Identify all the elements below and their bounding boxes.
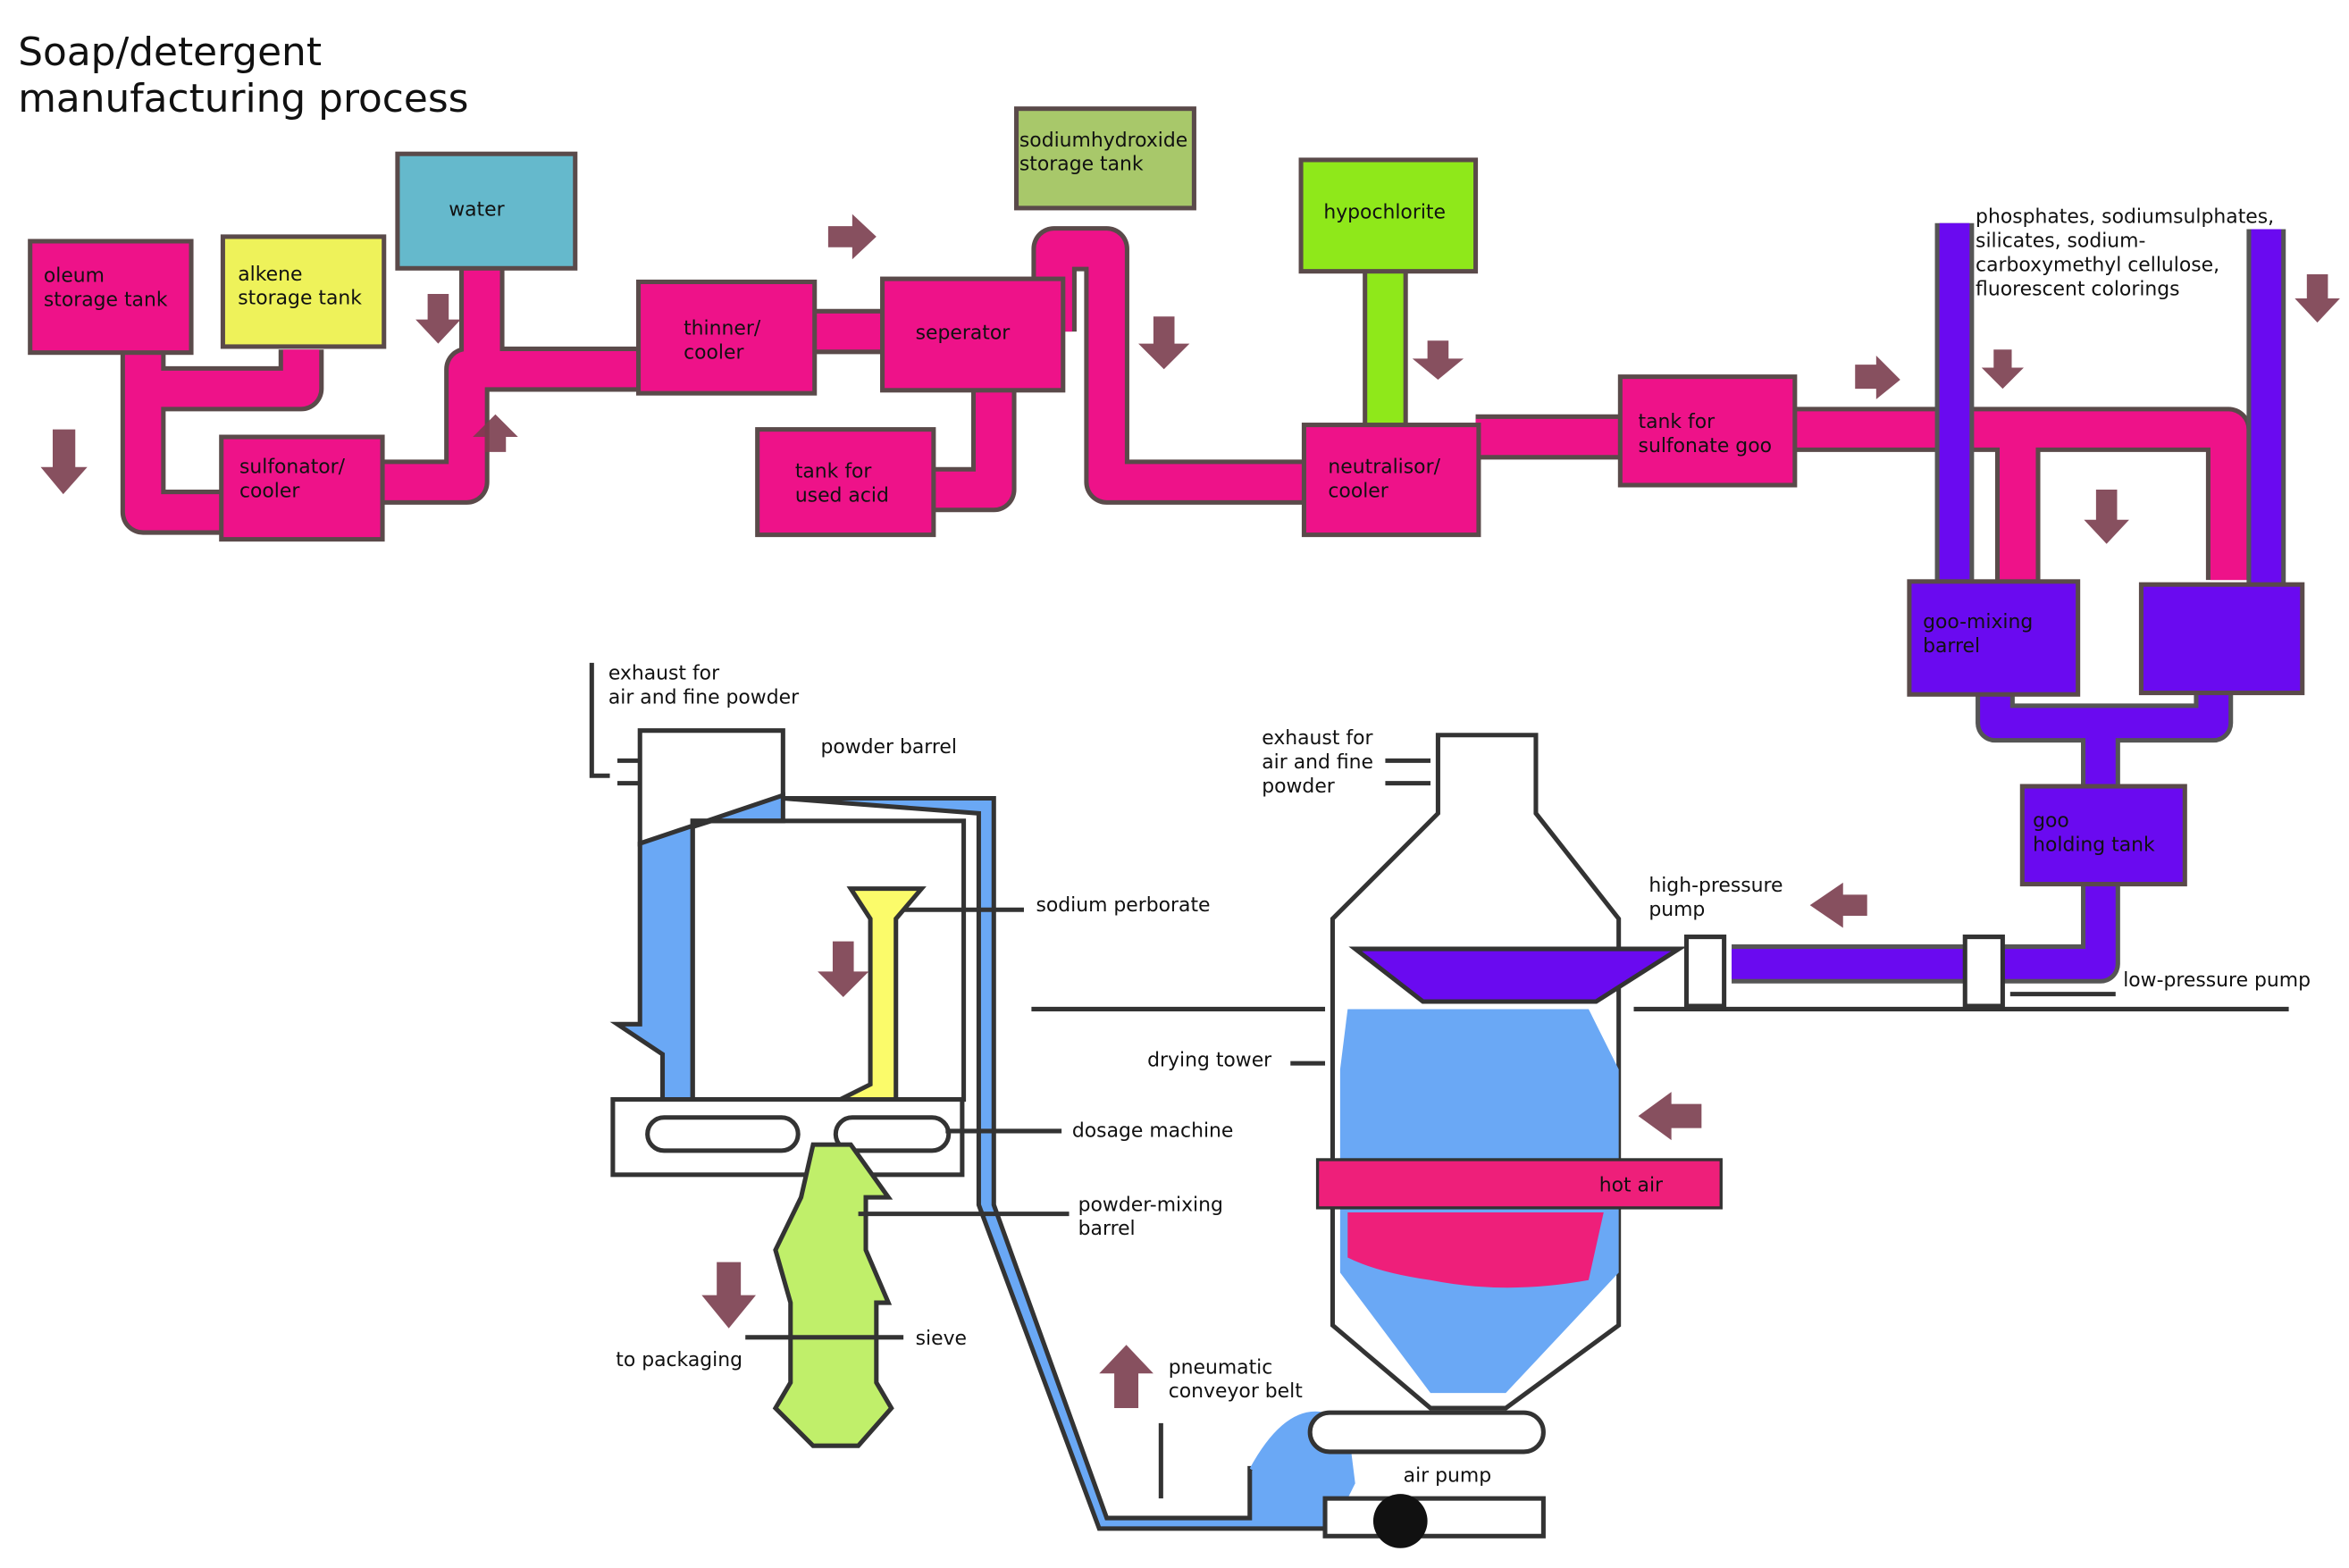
additive-pipes xyxy=(1732,222,2286,984)
thinner-cooler: thinner/cooler xyxy=(636,279,818,396)
svg-text:sulfonate goo: sulfonate goo xyxy=(1639,435,1772,457)
arrow-down-icon xyxy=(701,1262,756,1329)
arrow-left-icon xyxy=(1809,882,1867,928)
svg-text:pump: pump xyxy=(1648,899,1705,921)
arrow-down-icon xyxy=(2084,490,2129,544)
svg-text:powder: powder xyxy=(1262,776,1335,798)
svg-text:goo: goo xyxy=(2033,810,2069,833)
svg-text:exhaust for: exhaust for xyxy=(1262,727,1372,750)
sulfonation-pipes xyxy=(120,226,2252,581)
title: Soap/detergent manufacturing process xyxy=(18,29,468,122)
arrow-down-icon xyxy=(1412,340,1464,381)
arrow-right-icon xyxy=(1855,356,1900,399)
svg-text:holding tank: holding tank xyxy=(2033,834,2155,856)
svg-text:fluorescent colorings: fluorescent colorings xyxy=(1976,279,2180,301)
dosage-machine xyxy=(610,1097,965,1178)
svg-text:sulfonator/: sulfonator/ xyxy=(239,456,346,478)
drying-tower xyxy=(1031,733,2289,1548)
svg-text:tank for: tank for xyxy=(1639,411,1716,433)
svg-text:hot air: hot air xyxy=(1599,1174,1663,1196)
svg-text:storage tank: storage tank xyxy=(44,289,168,311)
svg-text:to packaging: to packaging xyxy=(616,1349,742,1371)
svg-text:sodium perborate: sodium perborate xyxy=(1036,894,1210,917)
svg-text:air pump: air pump xyxy=(1404,1465,1491,1488)
hypochlorite-tank: hypochlorite xyxy=(1298,157,1479,274)
svg-text:used acid: used acid xyxy=(795,485,889,507)
svg-text:storage tank: storage tank xyxy=(238,288,362,310)
svg-text:air and fine: air and fine xyxy=(1262,751,1373,774)
svg-text:barrel: barrel xyxy=(1923,635,1980,658)
svg-text:seperator: seperator xyxy=(916,323,1011,345)
svg-text:alkene: alkene xyxy=(238,264,302,286)
arrow-up-icon xyxy=(1099,1345,1154,1409)
svg-text:cooler: cooler xyxy=(684,341,743,364)
arrow-right-icon xyxy=(827,214,877,260)
svg-text:thinner/: thinner/ xyxy=(684,317,761,340)
svg-text:pneumatic: pneumatic xyxy=(1169,1356,1273,1379)
svg-text:high-pressure: high-pressure xyxy=(1648,875,1783,897)
arrow-down-icon xyxy=(40,429,88,495)
additives-label: phosphates, sodiumsulphates, silicates, … xyxy=(1976,206,2274,301)
svg-text:hypochlorite: hypochlorite xyxy=(1323,202,1446,224)
arrow-down-icon xyxy=(2294,274,2340,323)
svg-text:phosphates, sodiumsulphates,: phosphates, sodiumsulphates, xyxy=(1976,206,2274,229)
svg-text:goo-mixing: goo-mixing xyxy=(1923,611,2033,633)
sodium-perborate-hopper xyxy=(824,886,927,1110)
svg-text:exhaust for: exhaust for xyxy=(608,662,719,684)
svg-text:water: water xyxy=(449,198,504,221)
svg-text:storage tank: storage tank xyxy=(1019,154,1144,176)
water-tank: water xyxy=(395,151,578,271)
flow-arrows xyxy=(40,214,2340,1409)
svg-text:cooler: cooler xyxy=(239,480,299,502)
arrow-down-icon xyxy=(1981,349,2024,390)
powder-mixing-barrel xyxy=(745,1142,904,1448)
svg-text:cooler: cooler xyxy=(1328,480,1388,502)
svg-text:manufacturing process: manufacturing process xyxy=(18,76,468,122)
svg-text:Soap/detergent: Soap/detergent xyxy=(18,29,322,75)
svg-text:conveyor belt: conveyor belt xyxy=(1169,1380,1303,1403)
svg-text:silicates, sodium-: silicates, sodium- xyxy=(1976,231,2145,253)
svg-text:powder barrel: powder barrel xyxy=(820,736,957,759)
arrow-down-icon xyxy=(1138,316,1190,370)
svg-text:powder-mixing: powder-mixing xyxy=(1078,1194,1223,1216)
svg-text:barrel: barrel xyxy=(1078,1218,1136,1240)
svg-text:carboxymethyl cellulose,: carboxymethyl cellulose, xyxy=(1976,255,2219,277)
powder-barrel xyxy=(589,662,967,1103)
svg-text:air and fine powder: air and fine powder xyxy=(608,686,799,709)
svg-text:tank for: tank for xyxy=(795,461,872,483)
arrow-left-icon xyxy=(1638,1092,1702,1141)
svg-text:drying tower: drying tower xyxy=(1147,1049,1271,1071)
arrow-down-icon xyxy=(415,293,461,344)
svg-text:low-pressure pump: low-pressure pump xyxy=(2123,969,2311,992)
sulfonator-cooler: sulfonator/cooler xyxy=(219,434,385,542)
separator: seperator xyxy=(880,276,1066,393)
svg-text:neutralisor/: neutralisor/ xyxy=(1328,456,1440,478)
arrow-down-icon xyxy=(818,941,869,997)
neutraliser-cooler: neutralisor/cooler xyxy=(1301,423,1481,538)
svg-text:dosage machine: dosage machine xyxy=(1072,1120,1234,1143)
svg-text:oleum: oleum xyxy=(44,264,105,287)
svg-text:sodiumhydroxide: sodiumhydroxide xyxy=(1019,130,1187,152)
lower-labels: exhaust for air and fine powder powder b… xyxy=(608,662,2311,1499)
arrow-up-icon xyxy=(473,414,518,452)
svg-text:sieve: sieve xyxy=(916,1328,967,1350)
